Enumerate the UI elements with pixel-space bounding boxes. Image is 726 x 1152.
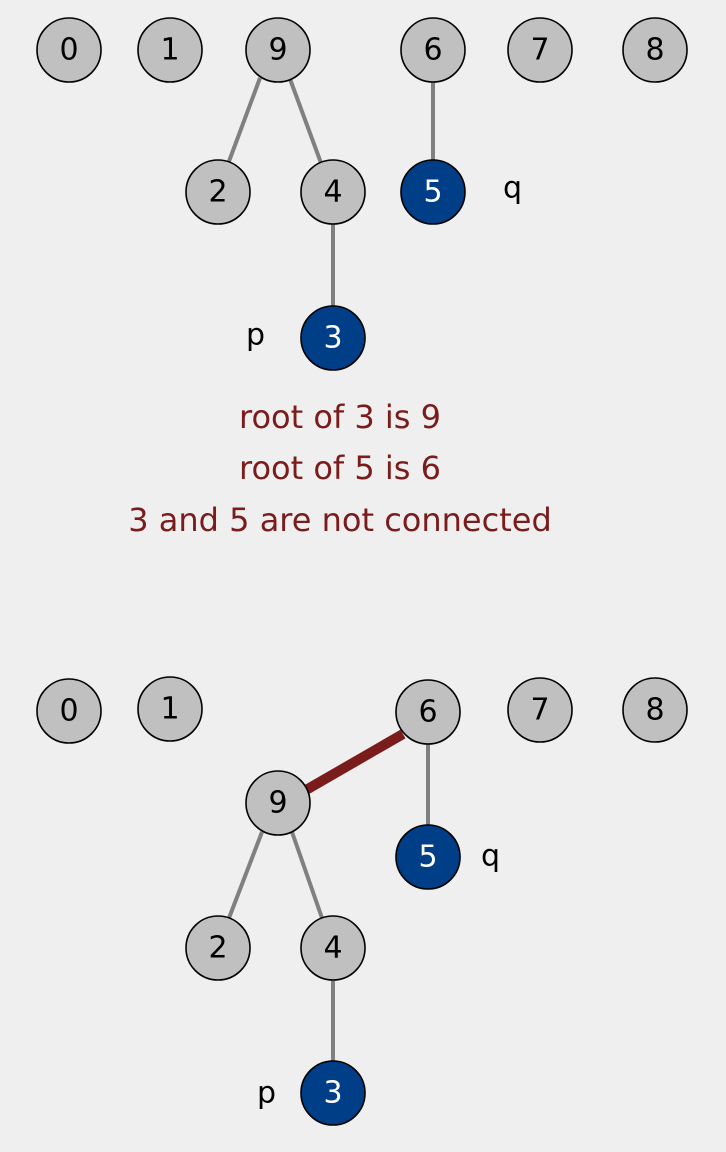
edge-6-9-union xyxy=(303,729,406,795)
node-1-after: 1 xyxy=(137,676,203,742)
svg-text:6: 6 xyxy=(418,695,437,730)
svg-text:0: 0 xyxy=(59,33,78,68)
node-0-after: 0 xyxy=(36,678,102,744)
node-6-after: 6 xyxy=(395,679,461,745)
svg-text:3: 3 xyxy=(323,1076,342,1111)
node-9-after: 9 xyxy=(245,770,311,836)
q-label-after: q xyxy=(481,839,500,874)
messages: root of 3 is 9 root of 5 is 6 3 and 5 ar… xyxy=(128,398,552,539)
node-9: 9 xyxy=(245,17,311,83)
after-edges xyxy=(227,729,430,1062)
message-not-connected: 3 and 5 are not connected xyxy=(128,501,552,539)
message-root-of-5: root of 5 is 6 xyxy=(239,449,441,487)
edge-9-2-after xyxy=(227,831,264,919)
before-edges xyxy=(226,77,435,306)
p-label-after: p xyxy=(257,1076,276,1111)
node-2-after: 2 xyxy=(185,915,251,981)
svg-text:6: 6 xyxy=(423,33,442,68)
edge-9-4-after xyxy=(290,831,324,919)
before-nodes: 0 1 9 6 7 8 2 4 xyxy=(36,17,688,371)
node-0: 0 xyxy=(36,17,102,83)
node-8: 8 xyxy=(622,17,688,83)
svg-text:5: 5 xyxy=(423,175,442,210)
node-2: 2 xyxy=(185,159,251,225)
node-4-after: 4 xyxy=(300,915,366,981)
svg-text:0: 0 xyxy=(59,694,78,729)
svg-text:5: 5 xyxy=(418,840,437,875)
svg-text:7: 7 xyxy=(530,693,549,728)
q-label: q xyxy=(503,171,522,206)
svg-text:2: 2 xyxy=(208,931,227,966)
svg-text:3: 3 xyxy=(323,321,342,356)
node-8-after: 8 xyxy=(622,677,688,743)
node-4: 4 xyxy=(300,159,366,225)
svg-text:9: 9 xyxy=(268,786,287,821)
after-nodes: 0 1 6 7 8 9 5 2 xyxy=(36,676,688,1126)
node-7: 7 xyxy=(507,17,573,83)
node-3-highlighted: 3 xyxy=(300,305,366,371)
node-5-after-highlighted: 5 xyxy=(395,824,461,890)
svg-text:4: 4 xyxy=(323,175,342,210)
svg-text:1: 1 xyxy=(160,33,179,68)
edge-9-2 xyxy=(226,77,262,165)
node-1: 1 xyxy=(137,17,203,83)
message-root-of-3: root of 3 is 9 xyxy=(239,398,441,436)
svg-text:8: 8 xyxy=(645,693,664,728)
svg-text:1: 1 xyxy=(160,692,179,727)
svg-text:7: 7 xyxy=(530,33,549,68)
svg-text:8: 8 xyxy=(645,33,664,68)
node-7-after: 7 xyxy=(507,677,573,743)
node-6: 6 xyxy=(400,17,466,83)
svg-text:4: 4 xyxy=(323,931,342,966)
node-5-highlighted: 5 xyxy=(400,159,466,225)
p-label: p xyxy=(246,318,265,353)
svg-text:2: 2 xyxy=(208,175,227,210)
edge-9-4 xyxy=(288,78,323,164)
svg-text:9: 9 xyxy=(268,33,287,68)
node-3-after-highlighted: 3 xyxy=(300,1060,366,1126)
